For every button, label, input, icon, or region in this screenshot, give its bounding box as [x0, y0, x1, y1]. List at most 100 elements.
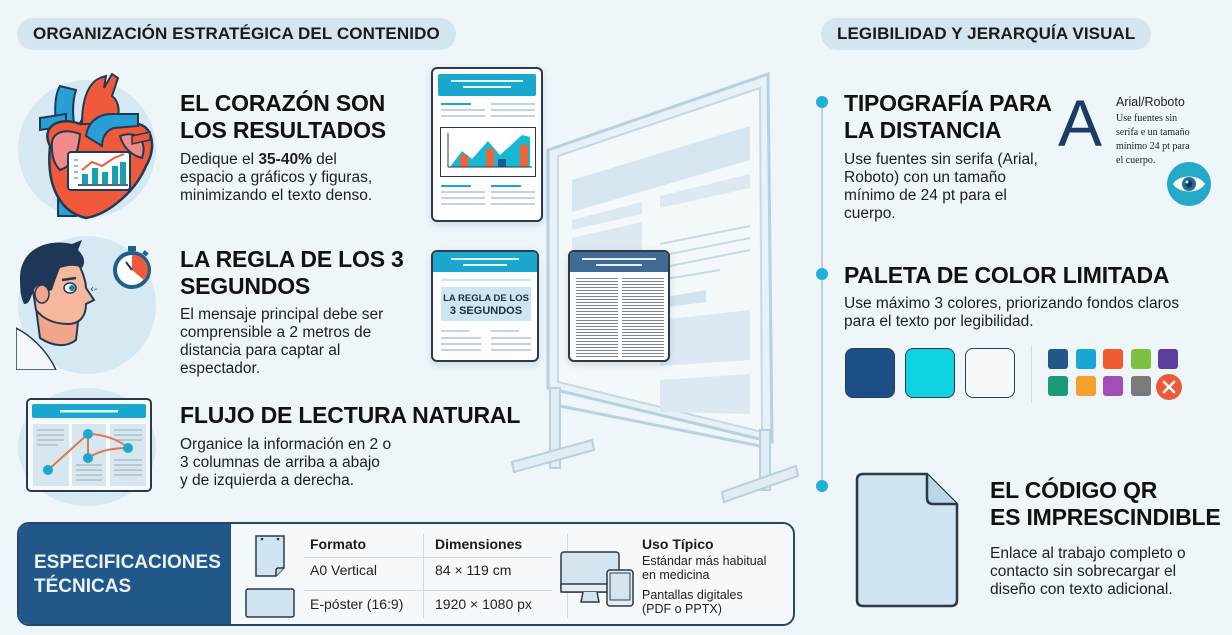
text-line [441, 197, 485, 199]
poster-preview-dense-text [568, 250, 670, 362]
text-line [491, 343, 531, 345]
row-divider [304, 590, 552, 591]
results-title: EL CORAZÓN SON LOS RESULTADOS [180, 90, 386, 144]
use-eposter-line2: (PDF o PPTX) [642, 602, 722, 616]
three-second-desc: El mensaje principal debe ser comprensib… [180, 306, 383, 378]
row-a0-format: A0 Vertical [310, 562, 377, 578]
timeline-dot [816, 480, 828, 492]
text-line [441, 349, 481, 351]
results-desc-line1: Dedique el 35-40% del [180, 151, 372, 169]
reading-flow-desc-line2: 3 columnas de arriba a abajo [180, 454, 380, 471]
three-second-desc-line4: espectador. [180, 360, 261, 377]
text-line [441, 203, 485, 205]
mini-swatch [1158, 349, 1178, 369]
typography-desc: Use fuentes sin serifa (Arial, Roboto) c… [844, 151, 1038, 223]
person-stopwatch-icon: ‹- [16, 240, 151, 370]
palette-desc-line2: para el texto por legibilidad. [844, 313, 1034, 330]
col-header-dimensions: Dimensiones [435, 536, 523, 552]
e-poster-icon [245, 588, 295, 618]
row-eposter-format: E-póster (16:9) [310, 596, 404, 612]
sample-note: Use fuentes sin serifa e un tamaño mínim… [1116, 112, 1190, 168]
three-seconds-banner-line1: LA REGLA DE LOS [443, 293, 529, 304]
swatch-white [965, 348, 1015, 398]
mini-swatch [1048, 349, 1068, 369]
a0-poster-icon [255, 535, 285, 577]
three-seconds-banner: LA REGLA DE LOS 3 SEGUNDOS [441, 287, 531, 321]
mini-swatch [1103, 349, 1123, 369]
mini-swatch [1103, 376, 1123, 396]
three-second-title-line1: LA REGLA DE LOS 3 [180, 246, 404, 272]
sample-letter: A [1058, 86, 1103, 160]
timeline-dot [816, 268, 828, 280]
text-line [491, 115, 535, 117]
results-desc-line3: minimizando el texto denso. [180, 187, 373, 204]
sample-note-line2: serifa e un tamaño [1116, 127, 1190, 138]
text-line [441, 103, 471, 105]
use-eposter: Pantallas digitales (PDF o PPTX) [642, 588, 743, 616]
poster-header-line [463, 264, 507, 266]
swatch-cyan [905, 348, 955, 398]
typography-title: TIPOGRAFÍA PARA LA DISTANCIA [844, 90, 1052, 144]
reject-x-icon [1156, 374, 1182, 400]
results-desc-line2: espacio a gráficos y figuras, [180, 169, 373, 186]
text-line [491, 337, 531, 339]
typography-desc-line4: cuerpo. [844, 205, 896, 222]
results-title-line2: LOS RESULTADOS [180, 117, 386, 143]
specs-title-line1: ESPECIFICACIONES [34, 552, 221, 573]
palette-title: PALETA DE COLOR LIMITADA [844, 262, 1169, 289]
qr-desc-line3: diseño con texto adicional. [990, 581, 1173, 598]
monitor-tablet-icon [560, 551, 634, 607]
use-a0-line2: en medicina [642, 568, 710, 582]
text-line [441, 337, 481, 339]
palette-desc-line1: Use máximo 3 colores, priorizando fondos… [844, 295, 1180, 312]
area-chart-thumbnail [440, 127, 536, 177]
three-seconds-banner-line2: 3 SEGUNDOS [449, 305, 523, 317]
reading-flow-desc-line1: Organice la información en 2 o [180, 436, 392, 453]
reading-flow-icon [26, 398, 152, 492]
heart-chart-icon [39, 72, 154, 220]
mini-swatch [1076, 376, 1096, 396]
reading-flow-title-line1: FLUJO DE LECTURA NATURAL [180, 402, 521, 428]
typography-desc-line2: Roboto) con un tamaño [844, 169, 1006, 186]
palette-title-text: PALETA DE COLOR LIMITADA [844, 262, 1170, 288]
use-a0-line1: Estándar más habitual [642, 554, 767, 568]
poster-header-line [463, 86, 511, 88]
poster-preview-header [570, 252, 668, 272]
sample-note-line4: el cuerpo. [1116, 155, 1156, 166]
reading-flow-title: FLUJO DE LECTURA NATURAL [180, 402, 520, 429]
typography-title-line1: TIPOGRAFÍA PARA [844, 90, 1052, 116]
sample-note-line3: mínimo 24 pt para [1116, 141, 1190, 152]
reading-flow-desc: Organice la información en 2 o 3 columna… [180, 436, 391, 490]
section-header-label: LEGIBILIDAD Y JERARQUÍA VISUAL [837, 24, 1136, 43]
text-line [491, 103, 535, 105]
text-line [491, 330, 519, 332]
dense-text-col-right [622, 278, 664, 358]
qr-desc-line2: contacto sin sobrecargar el [990, 563, 1177, 580]
poster-preview-header [438, 74, 536, 96]
col-header-format: Formato [310, 536, 366, 552]
three-second-desc-line3: distancia para captar al [180, 342, 341, 359]
svg-text:‹-: ‹- [90, 284, 98, 295]
typography-title-line2: LA DISTANCIA [844, 117, 1002, 143]
palette-desc: Use máximo 3 colores, priorizando fondos… [844, 295, 1179, 331]
text-line [441, 109, 485, 111]
text-line [491, 203, 535, 205]
poster-header-line [596, 264, 642, 266]
row-a0-dimensions: 84 × 119 cm [435, 562, 512, 578]
swatch-navy [845, 348, 895, 398]
timeline-line [821, 102, 823, 487]
poster-header-line [582, 258, 656, 260]
text-line [441, 115, 485, 117]
poster-header-line [451, 80, 523, 82]
results-desc: Dedique el 35-40% del espacio a gráficos… [180, 151, 372, 205]
mini-swatch [1131, 349, 1151, 369]
text-line [491, 185, 521, 187]
qr-title-line1: EL CÓDIGO QR [990, 477, 1158, 503]
text-line [441, 191, 485, 193]
text-line [441, 185, 471, 187]
qr-title: EL CÓDIGO QR ES IMPRESCINDIBLE [990, 477, 1221, 531]
dense-text-col-left [576, 278, 618, 358]
col-header-use: Uso Típico [642, 536, 714, 552]
qr-desc-line1: Enlace al trabajo completo o [990, 545, 1186, 562]
reading-flow-desc-line3: y de izquierda a derecha. [180, 472, 355, 489]
